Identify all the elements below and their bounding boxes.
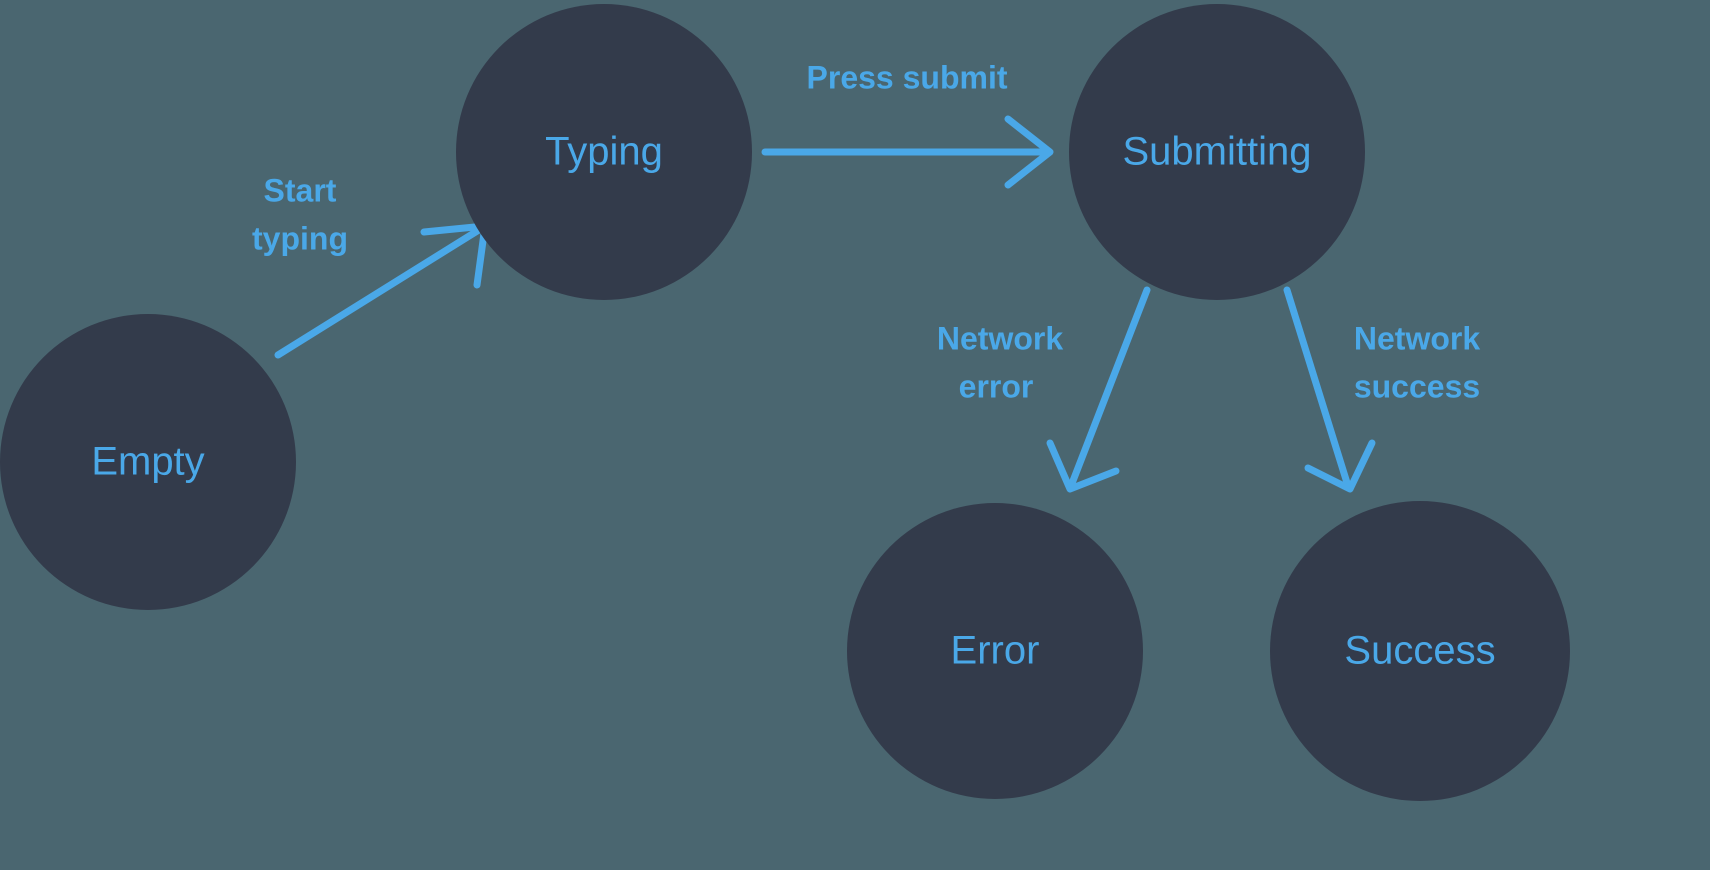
edge-label-network-error-line-2: error: [959, 368, 1034, 404]
edge-label-network-success-line-1: Network: [1354, 320, 1480, 356]
edge-typing-to-submitting[interactable]: [761, 115, 1054, 189]
node-success-circle: [1270, 501, 1570, 801]
node-error-label: Error: [951, 629, 1040, 673]
edge-label-press-submit: Press submit: [807, 59, 1008, 95]
edge-line-submitting-to-success: [1283, 286, 1352, 490]
arrowhead-submitting-to-success: [1304, 439, 1376, 493]
edge-submitting-to-success[interactable]: [1283, 286, 1376, 493]
node-success-label: Success: [1344, 629, 1495, 673]
edge-line-empty-to-typing: [274, 224, 486, 359]
edge-label-start-typing: Start typing: [252, 172, 348, 256]
edge-label-network-error-line-1: Network: [937, 320, 1063, 356]
edge-label-network-success-line-2: success: [1354, 368, 1480, 404]
node-typing-circle: [456, 4, 752, 300]
node-error-circle: [847, 503, 1143, 799]
node-submitting[interactable]: Submitting: [1069, 4, 1365, 300]
node-empty-circle: [0, 314, 296, 610]
node-success[interactable]: Success: [1270, 501, 1570, 801]
arrowhead-typing-to-submitting: [1004, 115, 1054, 189]
edge-label-press-submit-line-1: Press submit: [807, 59, 1008, 95]
node-typing[interactable]: Typing: [456, 4, 752, 300]
node-error[interactable]: Error: [847, 503, 1143, 799]
arrowhead-submitting-to-error: [1046, 439, 1120, 493]
node-typing-label: Typing: [545, 130, 663, 174]
node-submitting-label: Submitting: [1123, 130, 1312, 174]
node-empty-label: Empty: [91, 440, 204, 484]
edge-label-start-typing-line-2: typing: [252, 220, 348, 256]
edge-submitting-to-error[interactable]: [1046, 286, 1151, 493]
edge-line-submitting-to-error: [1067, 286, 1151, 490]
node-empty[interactable]: Empty: [0, 314, 296, 610]
edge-label-network-error: Network error: [937, 320, 1063, 404]
edge-label-start-typing-line-1: Start: [264, 172, 337, 208]
node-submitting-circle: [1069, 4, 1365, 300]
edge-label-network-success: Network success: [1354, 320, 1480, 404]
